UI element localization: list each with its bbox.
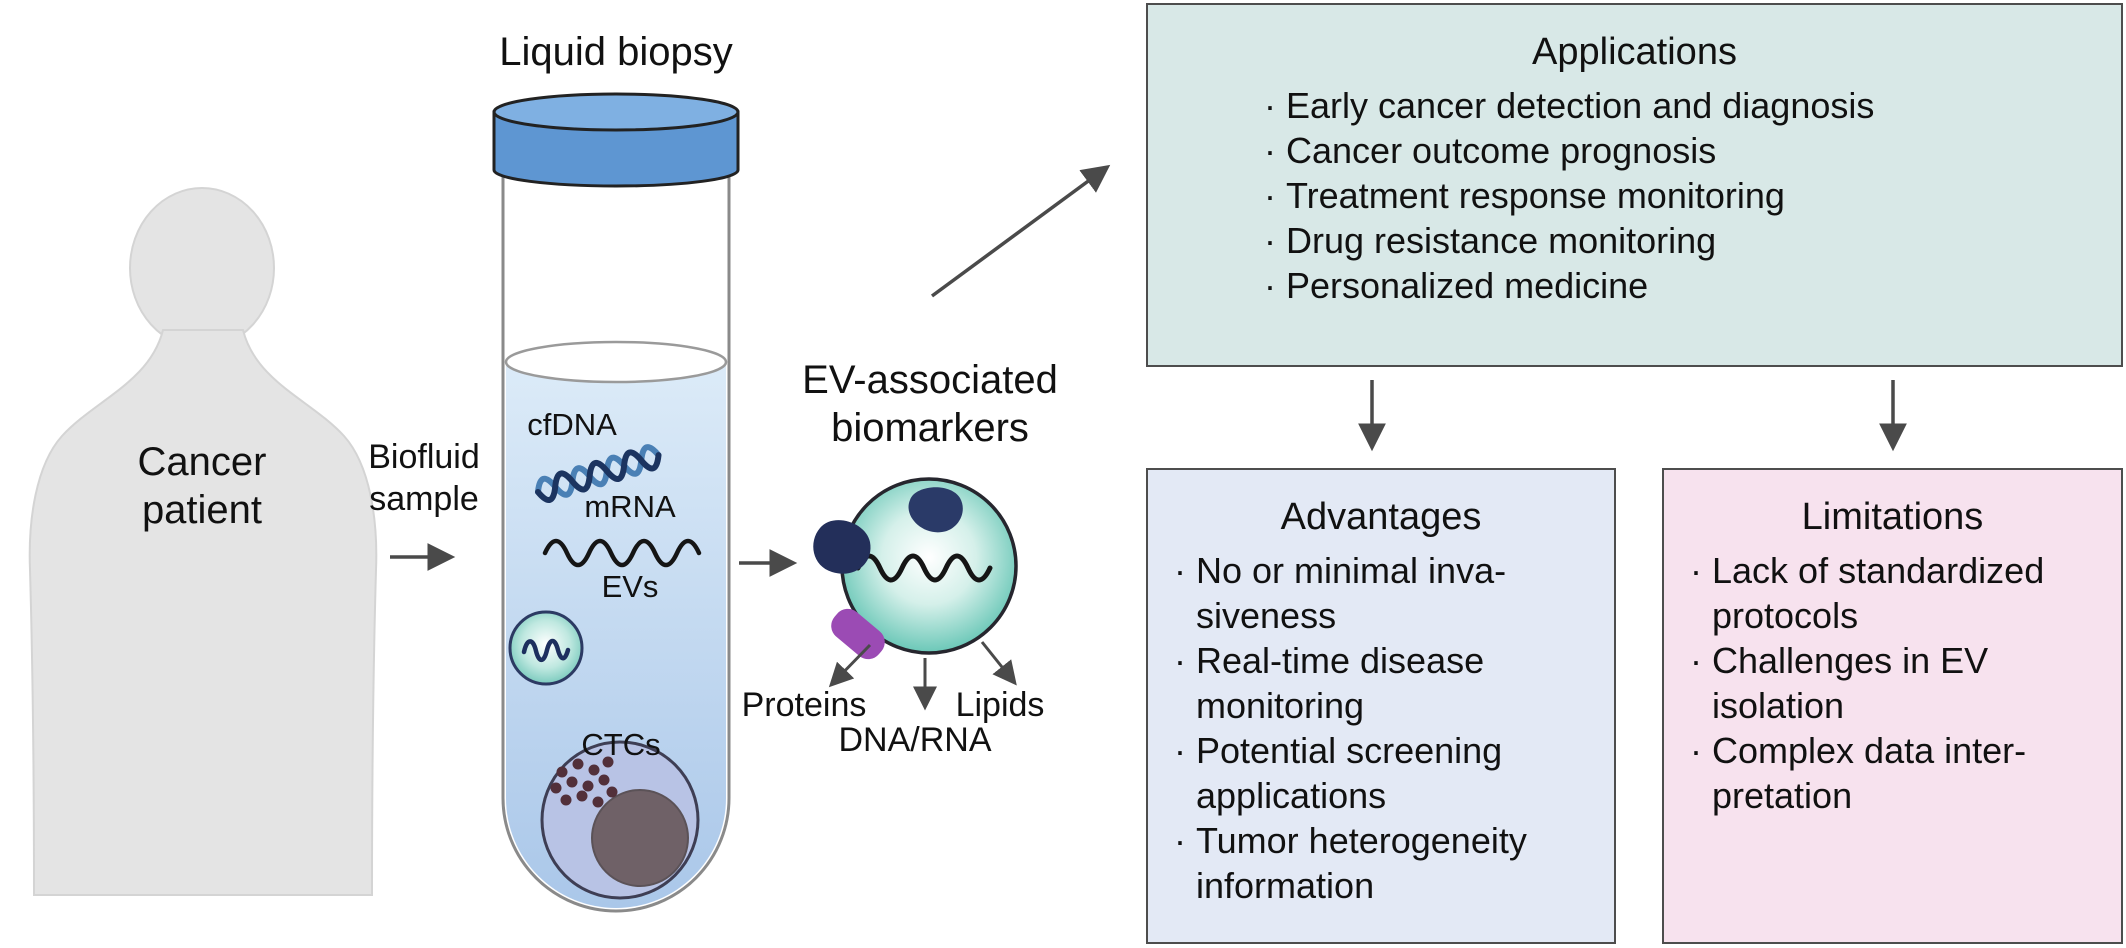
patient-silhouette [28, 187, 378, 896]
bullet-icon: · [1264, 85, 1276, 126]
list-item: ·Early cancer detection and diagnosis [1254, 83, 2111, 128]
list-item: ·Challenges in EV isolation [1680, 638, 2115, 728]
ev-rna-wave [855, 553, 993, 583]
advantages-panel: Advantages ·No or minimal inva- siveness… [1146, 468, 1616, 944]
bullet-icon: · [1690, 550, 1702, 591]
ev-small-icon [508, 610, 584, 686]
patient-label: Cancer patient [137, 440, 267, 532]
ctcs-label: CTCs [581, 727, 661, 762]
list-item: ·Real-time disease monitoring [1164, 638, 1608, 728]
list-item-text: Drug resistance monitoring [1286, 220, 1717, 261]
list-item: ·Tumor heterogeneity information [1164, 818, 1608, 908]
biofluid-sample-label: Biofluid sample [368, 438, 480, 518]
arrows [390, 164, 1907, 711]
bullet-icon: · [1264, 175, 1276, 216]
list-item-text: Early cancer detection and diagnosis [1286, 85, 1875, 126]
mrna-label: mRNA [584, 489, 676, 524]
arrow-ev-to-lipids [980, 641, 1017, 686]
purple-blob [831, 608, 885, 660]
list-item-text: Real-time disease monitoring [1196, 640, 1485, 726]
protein-blob-outer [813, 520, 871, 574]
list-item-text: Challenges in EV isolation [1712, 640, 1989, 726]
liquid-surface [504, 340, 728, 384]
ev-large-icon [813, 477, 1018, 660]
applications-list: ·Early cancer detection and diagnosis ·C… [1148, 83, 2121, 308]
list-item: ·Cancer outcome prognosis [1254, 128, 2111, 173]
bullet-icon: · [1174, 640, 1186, 681]
list-item: ·Lack of standardized protocols [1680, 548, 2115, 638]
evs-label: EVs [601, 569, 659, 604]
list-item-text: Treatment response monitoring [1286, 175, 1785, 216]
list-item: ·Treatment response monitoring [1254, 173, 2111, 218]
list-item: ·Personalized medicine [1254, 263, 2111, 308]
protein-blob-inner [908, 487, 963, 533]
limitations-panel: Limitations ·Lack of standardized protoc… [1662, 468, 2123, 944]
arrow-ev-to-proteins [828, 643, 872, 688]
bullet-icon: · [1690, 640, 1702, 681]
list-item: ·No or minimal inva- siveness [1164, 548, 1608, 638]
list-item-text: Potential screening applications [1196, 730, 1503, 816]
list-item-text: Tumor heterogeneity information [1196, 820, 1527, 906]
ev-biomarkers-title: EV-associated biomarkers [802, 358, 1058, 450]
bullet-icon: · [1174, 550, 1186, 591]
cfdna-label: cfDNA [527, 407, 617, 442]
bullet-icon: · [1264, 220, 1276, 261]
mrna-wave-icon [542, 538, 702, 568]
dna-rna-label: DNA/RNA [838, 721, 992, 759]
liquid-biopsy-tube [492, 92, 740, 913]
applications-panel: Applications ·Early cancer detection and… [1146, 3, 2123, 367]
list-item-text: Cancer outcome prognosis [1286, 130, 1717, 171]
list-item-text: Personalized medicine [1286, 265, 1649, 306]
bullet-icon: · [1690, 730, 1702, 771]
patient-head [129, 187, 275, 349]
tube-cap [492, 92, 740, 188]
list-item-text: Lack of standardized protocols [1712, 550, 2045, 636]
advantages-title: Advantages [1280, 496, 1482, 538]
limitations-title: Limitations [1801, 496, 1984, 538]
arrow-ev-to-applications [930, 164, 1111, 298]
patient-torso [28, 329, 378, 896]
list-item: ·Drug resistance monitoring [1254, 218, 2111, 263]
advantages-list: ·No or minimal inva- siveness ·Real-time… [1148, 548, 1614, 908]
list-item-text: No or minimal inva- siveness [1196, 550, 1507, 636]
bullet-icon: · [1264, 130, 1276, 171]
list-item-text: Complex data inter- pretation [1712, 730, 2027, 816]
ctc-cell-icon [540, 740, 700, 900]
tube-title: Liquid biopsy [499, 30, 733, 74]
bullet-icon: · [1174, 730, 1186, 771]
list-item: ·Potential screening applications [1164, 728, 1608, 818]
bullet-icon: · [1264, 265, 1276, 306]
bullet-icon: · [1174, 820, 1186, 861]
limitations-list: ·Lack of standardized protocols ·Challen… [1664, 548, 2121, 818]
proteins-label: Proteins [741, 686, 867, 724]
cfdna-helix-icon [535, 444, 662, 503]
list-item: ·Complex data inter- pretation [1680, 728, 2115, 818]
applications-title: Applications [1532, 31, 1737, 73]
lipids-label: Lipids [955, 686, 1045, 724]
tube-outline [501, 150, 731, 913]
